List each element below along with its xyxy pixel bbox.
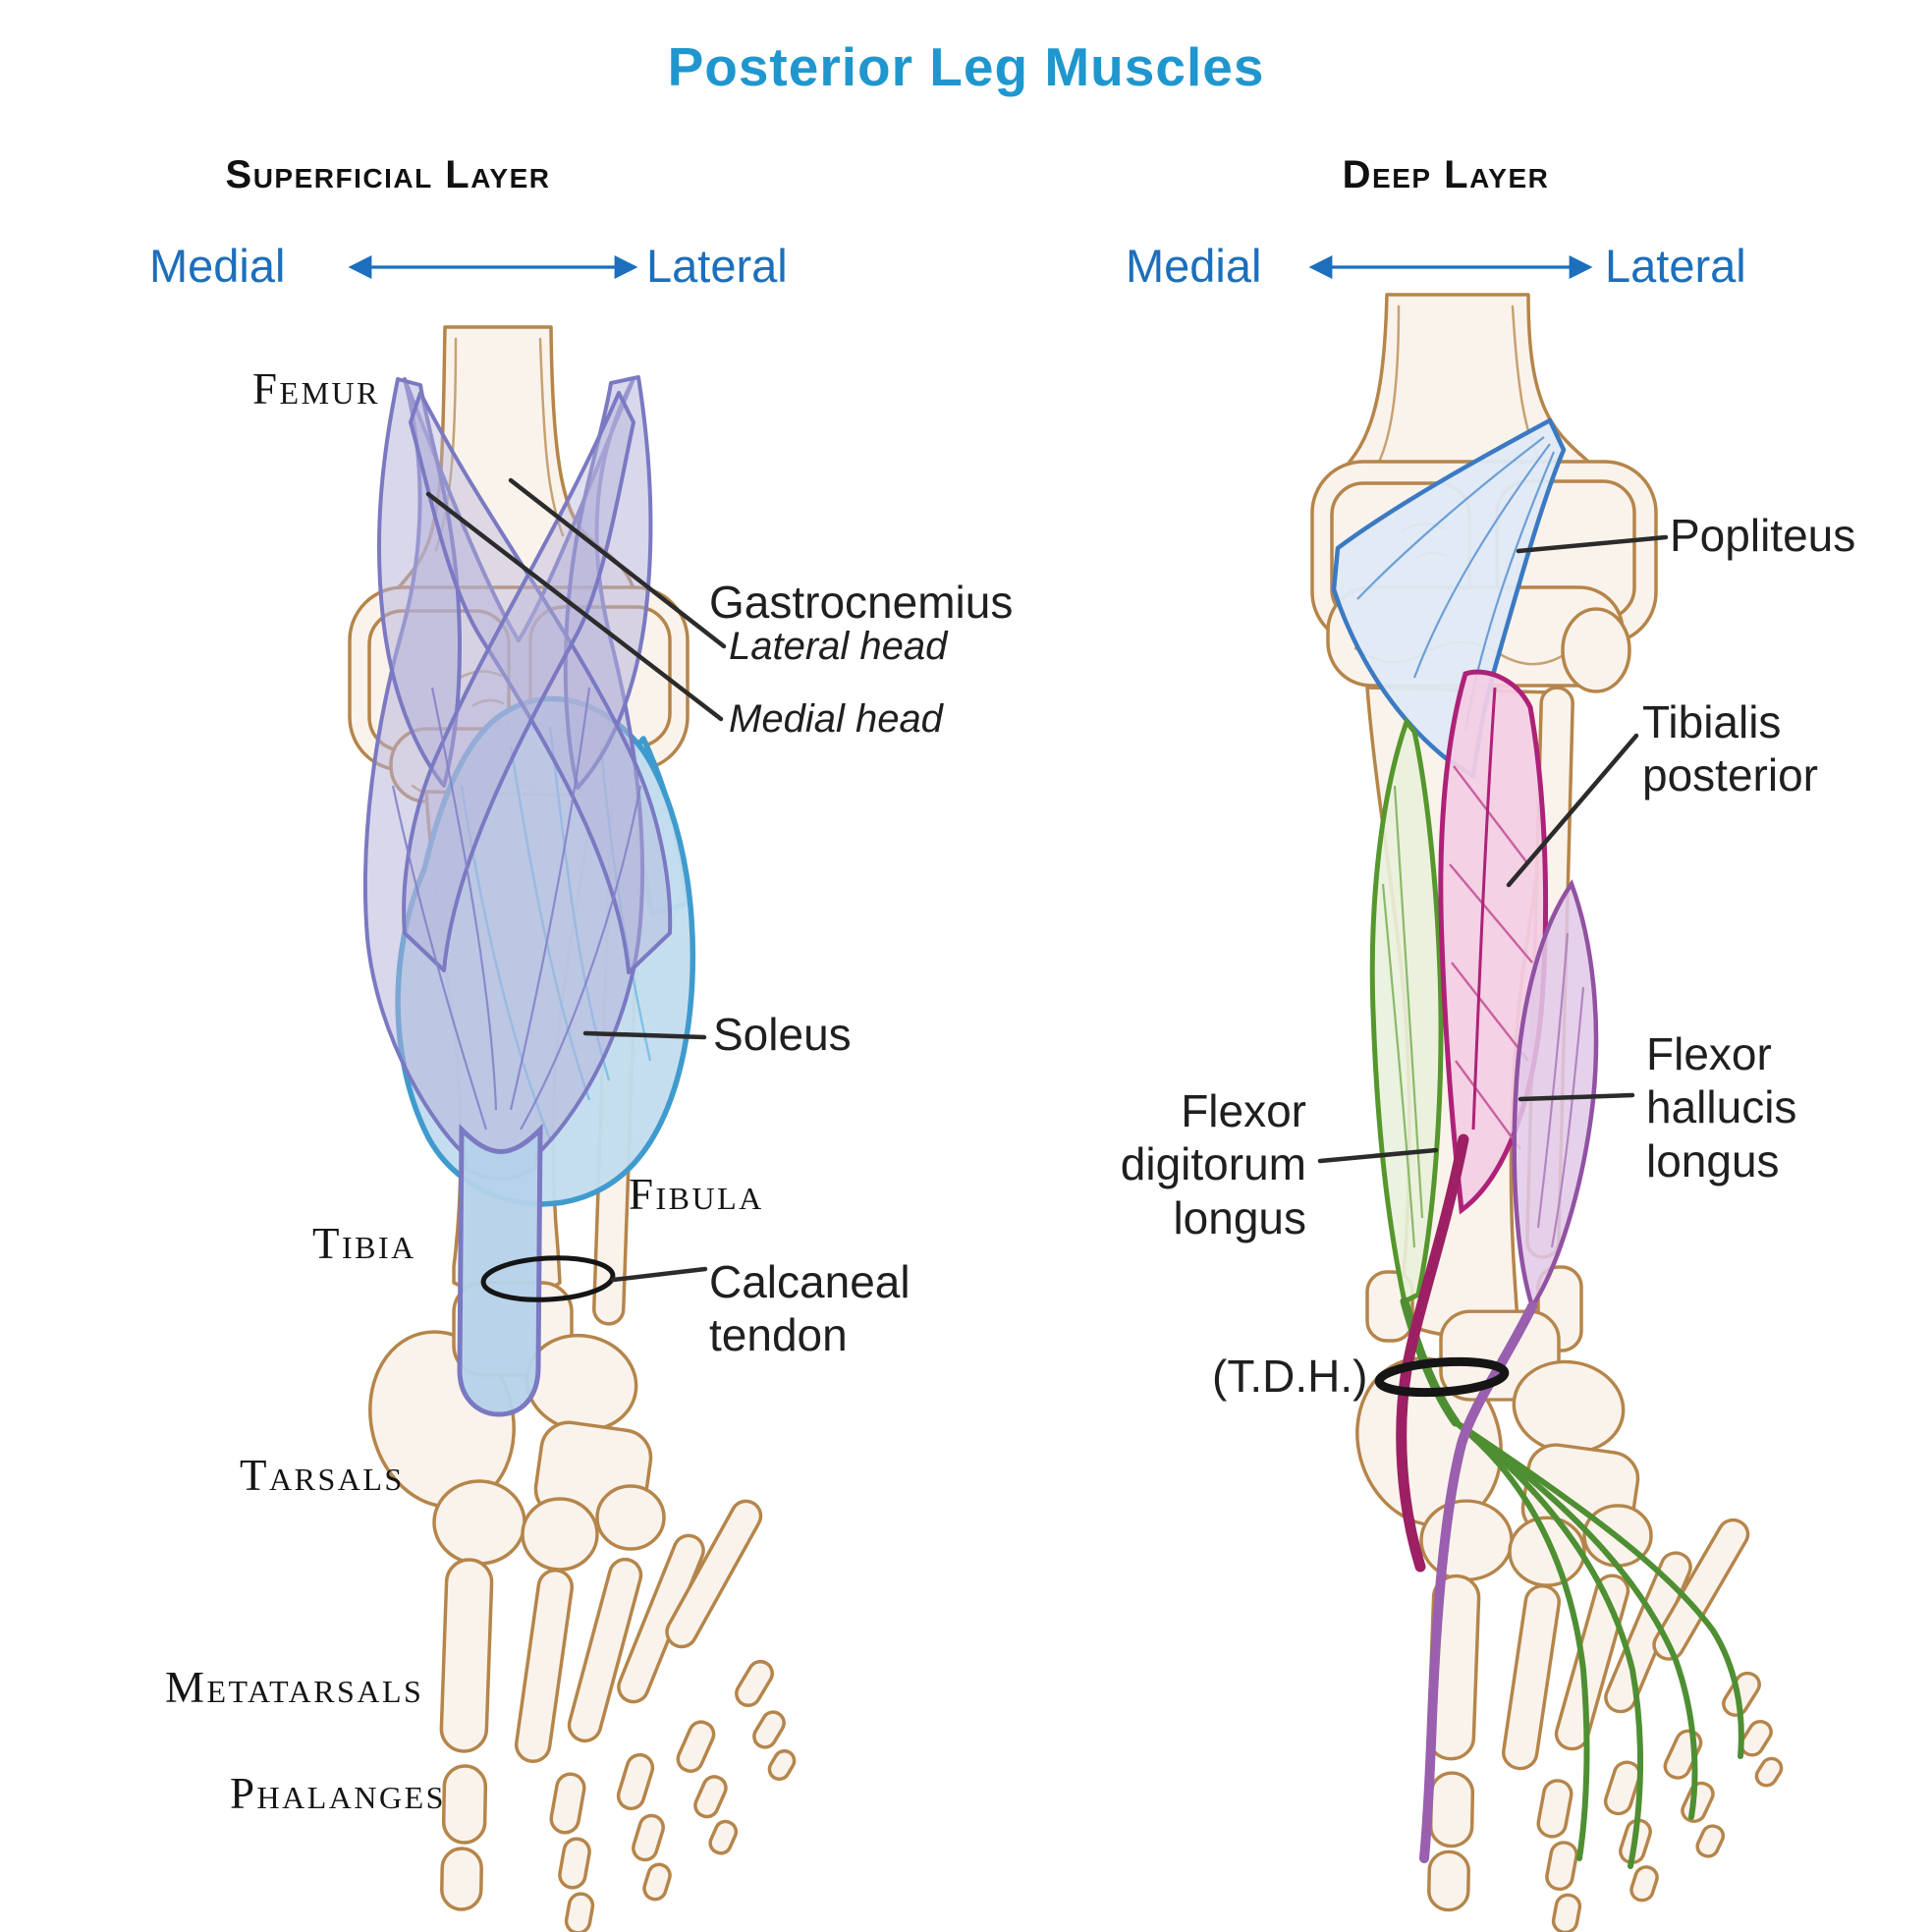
label-tibialis-posterior: Tibialis posterior [1642, 696, 1818, 801]
direction-lateral-superficial: Lateral [646, 240, 788, 292]
flexor-digitorum-longus-tendon [1400, 1297, 1461, 1427]
leader-line-medial-head [425, 491, 724, 722]
label-tendon-hiatus: (T.D.H.) [1212, 1351, 1368, 1402]
calcaneal-tendon [457, 1123, 543, 1417]
label-flexor-digitorum-longus: Flexor digitorum longus [1120, 1085, 1306, 1243]
label-soleus: Soleus [713, 1009, 852, 1060]
label-lateral-head: Lateral head [729, 625, 948, 668]
superficial-leg-illustration [348, 325, 800, 1932]
leader-line-flexor-hallucis-longus [1518, 1092, 1635, 1102]
label-phalanges: Phalanges [230, 1769, 446, 1818]
direction-medial-superficial: Medial [149, 240, 286, 292]
tendon-hiatus-ring [1374, 1356, 1510, 1398]
label-fibula: Fibula [629, 1170, 764, 1219]
page-title: Posterior Leg Muscles [667, 36, 1265, 97]
label-popliteus: Popliteus [1670, 510, 1856, 561]
label-medial-head: Medial head [729, 697, 943, 741]
label-tibia: Tibia [312, 1219, 416, 1268]
leader-line-tibialis-posterior [1506, 733, 1639, 888]
label-femur: Femur [252, 364, 380, 414]
label-calcaneal-tendon: Calcaneal tendon [709, 1256, 911, 1361]
direction-medial-deep: Medial [1126, 240, 1262, 292]
heading-deep-layer: Deep Layer [1342, 153, 1550, 196]
gastrocnemius-lateral-head [563, 375, 653, 790]
leader-line-flexor-digitorum-longus [1317, 1147, 1439, 1164]
leader-line-calcaneal-tendon [610, 1266, 708, 1283]
gastrocnemius-muscle [362, 375, 673, 1182]
leader-line-lateral-head [508, 477, 727, 649]
gastrocnemius-medial-head [377, 377, 462, 788]
label-metatarsals: Metatarsals [165, 1663, 424, 1712]
direction-lateral-deep: Lateral [1605, 240, 1746, 292]
deep-leg-illustration [1310, 293, 1788, 1932]
label-flexor-hallucis-longus: Flexor hallucis longus [1646, 1028, 1797, 1187]
foot-bones-superficial [350, 1281, 800, 1932]
label-tarsals: Tarsals [240, 1451, 405, 1500]
label-gastrocnemius: Gastrocnemius [709, 577, 1014, 628]
leader-line-soleus [582, 1030, 707, 1040]
heading-superficial-layer: Superficial Layer [225, 153, 551, 196]
leader-line-popliteus [1516, 534, 1669, 554]
calcaneal-tendon-ring [480, 1255, 616, 1302]
